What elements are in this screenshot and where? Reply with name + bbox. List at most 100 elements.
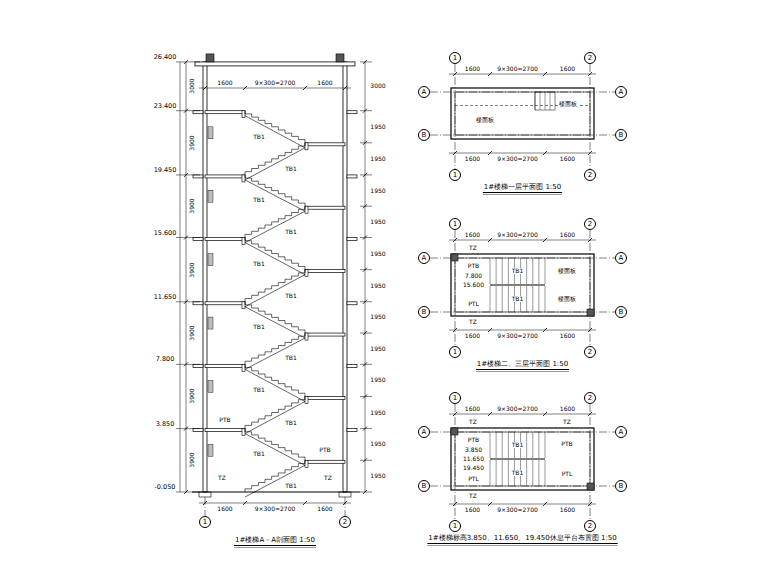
drawing-label: TB1 (252, 451, 266, 457)
stair-tread (502, 432, 503, 458)
window-opening (208, 190, 213, 202)
extension-line (360, 237, 372, 238)
drawing-label: TZ (217, 475, 227, 481)
stair-flight-steps (245, 302, 305, 333)
axis-line (205, 497, 206, 516)
axis-bubble: 1 (449, 169, 461, 181)
dimension-tick (363, 331, 367, 335)
stair-flight-steps (245, 111, 305, 143)
drawing-label: 楼面板 (557, 296, 577, 302)
drawing-label: PTB (467, 263, 480, 269)
stair-flight-slab (245, 338, 305, 369)
extension-line (360, 396, 372, 397)
dimension-line (186, 62, 187, 492)
dimension-line (449, 153, 596, 154)
stair-wall (451, 428, 594, 490)
axis-label: A (619, 429, 624, 436)
stair-tread (490, 258, 491, 284)
floor-slab (347, 175, 357, 178)
dimension-tick (543, 502, 547, 506)
mid-landing-slab (305, 143, 345, 146)
stair-tread (502, 460, 503, 486)
dimension-tick (363, 362, 367, 366)
drawing-label: TB1 (511, 296, 525, 302)
drawing-label: 1600 (464, 507, 481, 513)
drawing-title: 1#楼梯二、三层平面图 1:50 (476, 361, 569, 368)
stair-tread (540, 92, 541, 110)
axis-label: A (619, 255, 624, 262)
extension-line (360, 269, 372, 270)
drawing-label: TB1 (252, 261, 266, 267)
axis-bubble: 2 (584, 52, 596, 64)
drawing-label: TB1 (511, 268, 525, 274)
axis-bubble: 2 (584, 169, 596, 181)
stair-tread (545, 460, 546, 486)
dimension-line (199, 503, 351, 504)
floor-landing-slab (205, 238, 245, 241)
drawing-label: 1600 (559, 507, 576, 513)
stair-tread (508, 460, 509, 486)
drawing-label: 7.800 (155, 356, 176, 363)
dimension-tick (488, 412, 492, 416)
axis-bubble: 2 (584, 520, 596, 532)
dimension-tick (184, 427, 188, 431)
dimension-tick (184, 173, 188, 177)
stair-flight-slab (245, 275, 305, 307)
floor-slab (347, 238, 357, 241)
drawing-label: TB1 (284, 355, 298, 361)
axis-label: 1 (453, 221, 457, 228)
axis-bubble: 1 (449, 520, 461, 532)
elevation-line (176, 61, 200, 62)
stair-tread (508, 286, 509, 312)
floor-slab (193, 302, 203, 305)
stair-tread (526, 258, 527, 284)
dimension-tick (488, 502, 492, 506)
dimension-tick (343, 86, 347, 90)
axis-bubble: 2 (584, 346, 596, 358)
stair-flight-slab (245, 243, 305, 275)
axis-label: A (619, 89, 624, 96)
axis-bubble: A (615, 252, 627, 264)
landing-beam (242, 175, 245, 182)
stair-flight-steps (245, 429, 305, 461)
floor-slab (347, 302, 357, 305)
drawing-label: 3900 (189, 324, 195, 341)
drawing-label: TZ (562, 419, 572, 425)
axis-bubble: B (615, 480, 627, 492)
dimension-line (449, 240, 596, 241)
floor-slab (193, 238, 203, 241)
extension-line (360, 174, 372, 175)
dimension-tick (488, 72, 492, 76)
stair-start (535, 92, 555, 110)
drawing-label: 9×300=2700 (496, 406, 539, 412)
axis-label: B (422, 483, 427, 490)
stair-flight-slab (245, 116, 305, 148)
stair-column (451, 428, 458, 435)
landing-beam (305, 206, 308, 213)
drawing-label: TZ (468, 245, 478, 251)
extension-line (360, 460, 372, 461)
stair-tread (545, 432, 546, 458)
parapet-column (336, 54, 344, 62)
stair-column (587, 483, 594, 490)
drawing-label: 楼面板 (557, 268, 577, 274)
drawing-label: 1600 (464, 156, 481, 162)
drawing-label: 9×300=2700 (496, 66, 539, 72)
elevation-line (176, 237, 200, 238)
drawing-label: 3000 (369, 83, 386, 89)
dimension-tick (543, 328, 547, 332)
foundation (339, 492, 351, 497)
drawing-label: 3900 (189, 452, 195, 469)
stair-flight-steps (245, 206, 305, 237)
dimension-tick (184, 60, 188, 64)
stair-tread (545, 286, 546, 312)
dimension-tick (543, 151, 547, 155)
axis-bubble: A (418, 86, 430, 98)
dimension-tick (184, 109, 188, 113)
drawing-label: 19.450 (462, 465, 485, 471)
extension-line (360, 110, 372, 111)
floor-slab (347, 111, 357, 114)
landing-beam (242, 238, 245, 245)
drawing-label: 1950 (369, 441, 386, 447)
axis-label: B (422, 132, 427, 139)
